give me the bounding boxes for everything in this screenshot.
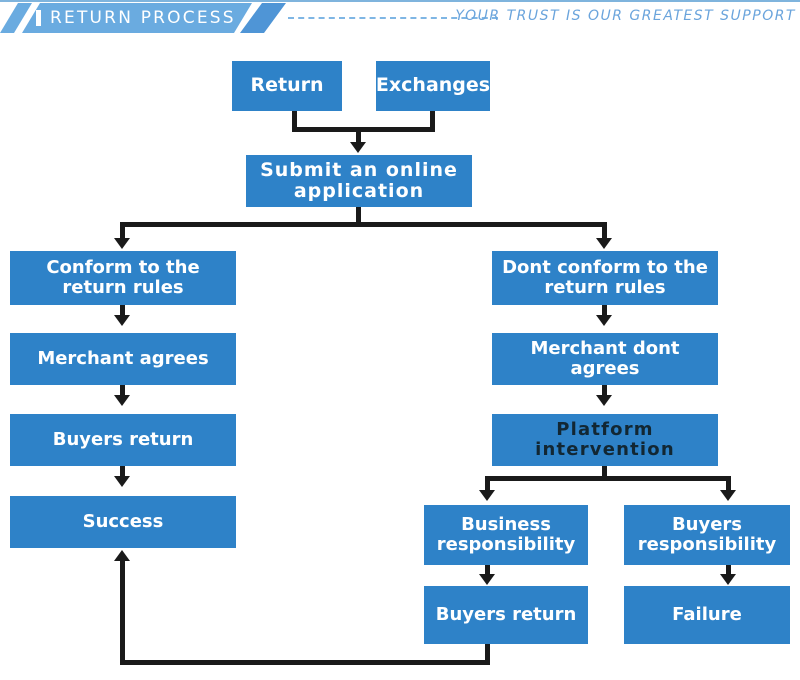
- connector-business-responsibility-stem: [485, 565, 490, 577]
- node-business-responsibility[interactable]: Business responsibility: [424, 505, 588, 565]
- header-dashed-line: [288, 17, 498, 19]
- node-success[interactable]: Success: [10, 496, 236, 548]
- node-exchanges[interactable]: Exchanges: [376, 61, 490, 111]
- node-submit-application[interactable]: Submit an online application: [246, 155, 472, 207]
- connector-submit-down: [356, 207, 361, 227]
- node-platform-intervention[interactable]: Platform intervention: [492, 414, 718, 466]
- header-tagline: YOUR TRUST IS OUR GREATEST SUPPORT: [455, 8, 796, 24]
- arrow-into-business-responsibility: [479, 490, 495, 501]
- connector-dont-conform-stem: [602, 305, 607, 317]
- node-buyers-return-right[interactable]: Buyers return: [424, 586, 588, 644]
- arrow-into-success-from-loop: [114, 550, 130, 561]
- arrow-into-success: [114, 476, 130, 487]
- header-banner-shape: [0, 3, 252, 33]
- page-title: RETURN PROCESS: [50, 8, 236, 28]
- connector-split-left-down: [120, 222, 125, 241]
- node-merchant-agrees[interactable]: Merchant agrees: [10, 333, 236, 385]
- connector-platform-split-horizontal: [485, 476, 731, 481]
- connector-exchanges-down: [430, 111, 435, 132]
- arrow-into-buyers-return-right: [479, 574, 495, 585]
- node-return[interactable]: Return: [232, 61, 342, 111]
- connector-split-right-down: [602, 222, 607, 241]
- connector-loop-up: [120, 561, 125, 665]
- arrow-into-dont-conform: [596, 238, 612, 249]
- connector-platform-split-right-down: [726, 476, 731, 493]
- page-header: RETURN PROCESS YOUR TRUST IS OUR GREATES…: [0, 0, 800, 36]
- node-dont-conform-rules[interactable]: Dont conform to the return rules: [492, 251, 718, 305]
- arrow-into-merchant-agrees: [114, 315, 130, 326]
- node-conform-rules[interactable]: Conform to the return rules: [10, 251, 236, 305]
- connector-loop-down: [485, 644, 490, 665]
- arrow-into-buyers-responsibility: [720, 490, 736, 501]
- connector-merge-horizontal: [292, 127, 435, 132]
- connector-loop-horizontal: [120, 660, 490, 665]
- node-merchant-dont-agrees[interactable]: Merchant dont agrees: [492, 333, 718, 385]
- node-failure[interactable]: Failure: [624, 586, 790, 644]
- connector-platform-stem: [602, 466, 607, 480]
- connector-platform-split-left-down: [485, 476, 490, 493]
- connector-conform-stem: [120, 305, 125, 317]
- arrow-into-buyers-return-left: [114, 395, 130, 406]
- connector-buyers-responsibility-stem: [726, 565, 731, 577]
- header-top-rule: [0, 0, 800, 2]
- arrow-into-submit: [350, 142, 366, 153]
- node-buyers-return-left[interactable]: Buyers return: [10, 414, 236, 466]
- connector-return-down: [292, 111, 297, 132]
- arrow-into-merchant-dont-agrees: [596, 315, 612, 326]
- arrow-into-conform: [114, 238, 130, 249]
- arrow-into-failure: [720, 574, 736, 585]
- arrow-into-platform: [596, 395, 612, 406]
- connector-merchant-agrees-stem: [120, 385, 125, 397]
- connector-split-horizontal: [120, 222, 607, 227]
- header-bullet-icon: [36, 10, 41, 26]
- connector-buyers-return-left-stem: [120, 466, 125, 478]
- node-buyers-responsibility[interactable]: Buyers responsibility: [624, 505, 790, 565]
- connector-merchant-dont-agrees-stem: [602, 385, 607, 397]
- connector-merge-stem: [356, 127, 361, 145]
